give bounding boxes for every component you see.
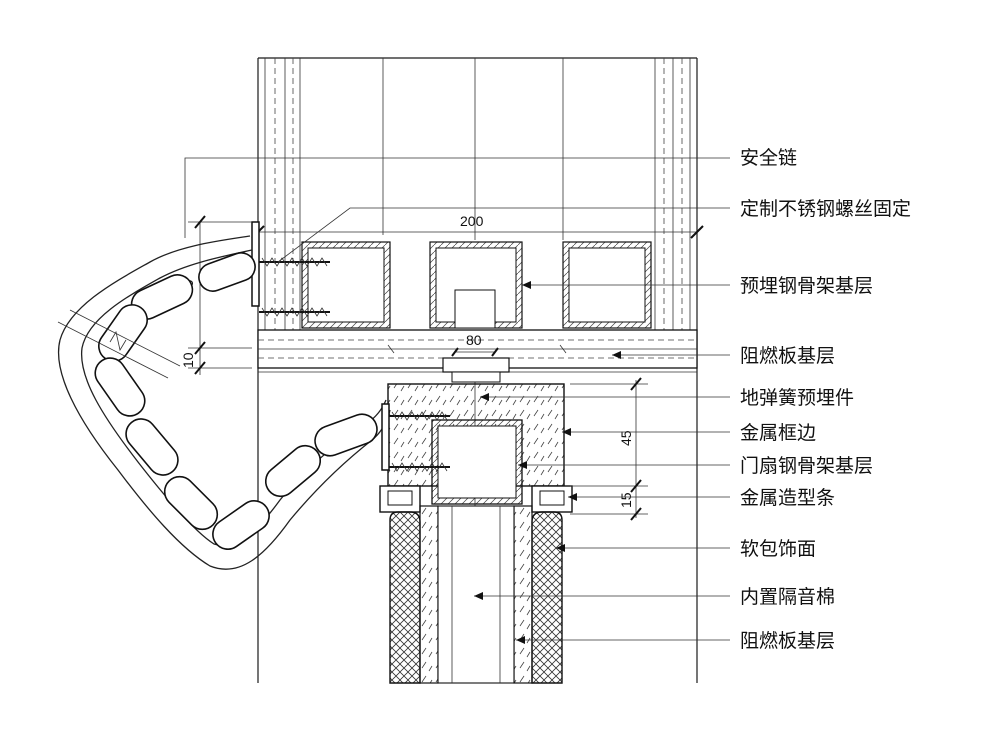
dim-10-label: 10 [180,352,196,368]
dim-45-label: 45 [618,430,634,446]
label-custom-screws: 定制不锈钢螺丝固定 [740,198,911,220]
label-sound-insulation: 内置隔音棉 [740,586,835,608]
fire-board-upper: 80 [257,329,698,383]
dimension-200: 200 [251,213,704,239]
label-fire-board-upper: 阻燃板基层 [740,345,835,367]
callout-labels: 安全链 定制不锈钢螺丝固定 预埋钢骨架基层 阻燃板基层 地弹簧预埋件 金属框边 … [740,147,911,652]
wall-structure [257,57,698,683]
label-metal-frame-edge: 金属框边 [740,422,816,444]
label-door-steel-frame: 门扇钢骨架基层 [740,455,873,477]
embedded-steel-frame [301,241,652,329]
dim-80-label: 80 [466,332,482,348]
label-floor-spring: 地弹簧预埋件 [740,387,854,409]
dim-15-label: 15 [618,492,634,508]
label-metal-profile-strip: 金属造型条 [740,487,835,509]
label-soft-pack-finish: 软包饰面 [740,538,816,560]
door-leaf [379,383,573,684]
safety-chain [57,235,391,570]
leader-lines [184,157,730,644]
dimension-45-15: 45 15 [570,377,648,521]
label-fire-board-lower: 阻燃板基层 [740,630,835,652]
dim-200-label: 200 [460,213,484,229]
label-embedded-steel-frame: 预埋钢骨架基层 [740,275,873,297]
label-safety-chain: 安全链 [740,147,797,169]
